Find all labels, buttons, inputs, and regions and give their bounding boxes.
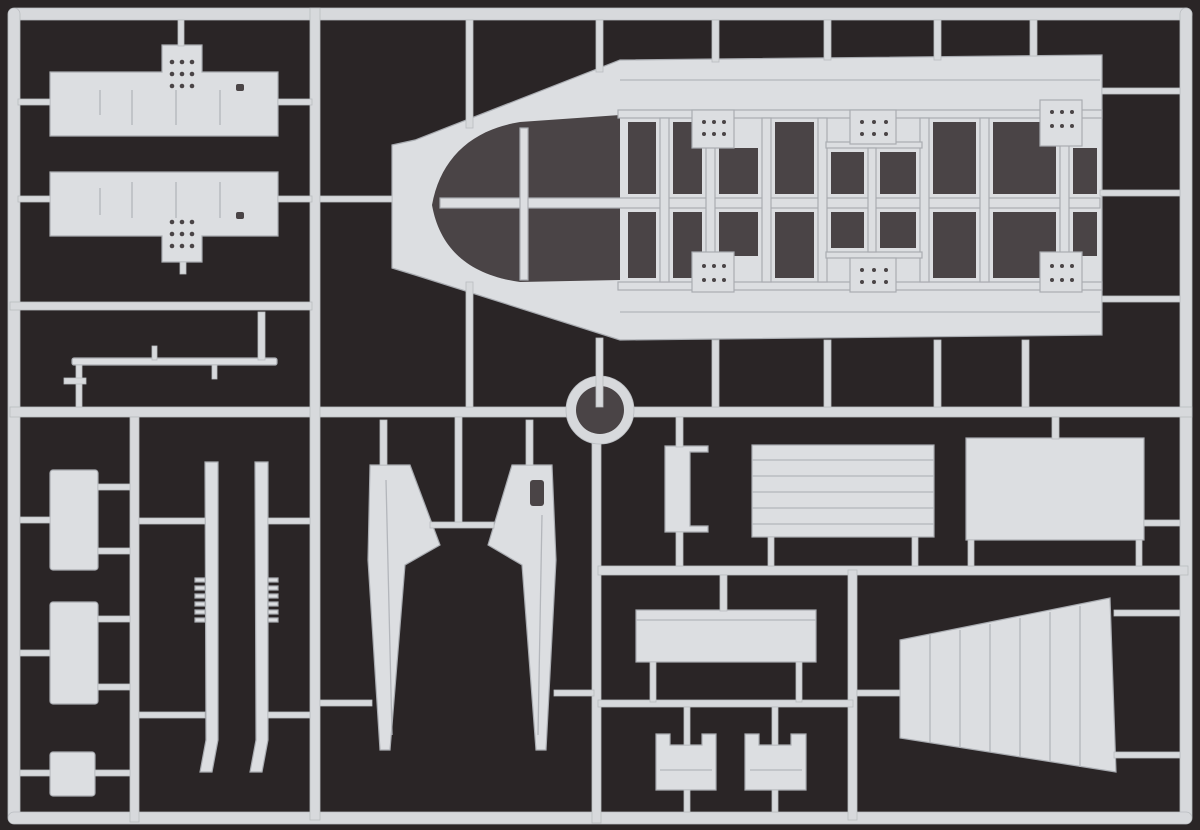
fender-panel-upper <box>17 19 313 137</box>
small-box-right <box>744 706 807 813</box>
small-box-left <box>655 706 717 813</box>
rod-part <box>63 311 278 408</box>
fork-part-left <box>319 419 441 751</box>
fork-gate <box>454 416 463 528</box>
runner-frame <box>7 7 1193 825</box>
rail-strip-left <box>138 461 219 773</box>
wedge-panel <box>856 597 1181 773</box>
flat-panel-right <box>965 416 1181 567</box>
rail-strip-right <box>249 461 311 773</box>
fork-bridge <box>429 521 495 529</box>
fender-panel-lower <box>17 171 313 275</box>
small-panel-2 <box>19 601 131 705</box>
small-panel-3 <box>19 751 131 797</box>
strip-panel <box>635 574 817 703</box>
chassis-frame <box>319 19 1181 408</box>
small-panel-1 <box>19 469 131 571</box>
fork-part-right <box>487 419 595 751</box>
bracket-part <box>664 416 709 567</box>
slatted-panel <box>751 444 935 567</box>
